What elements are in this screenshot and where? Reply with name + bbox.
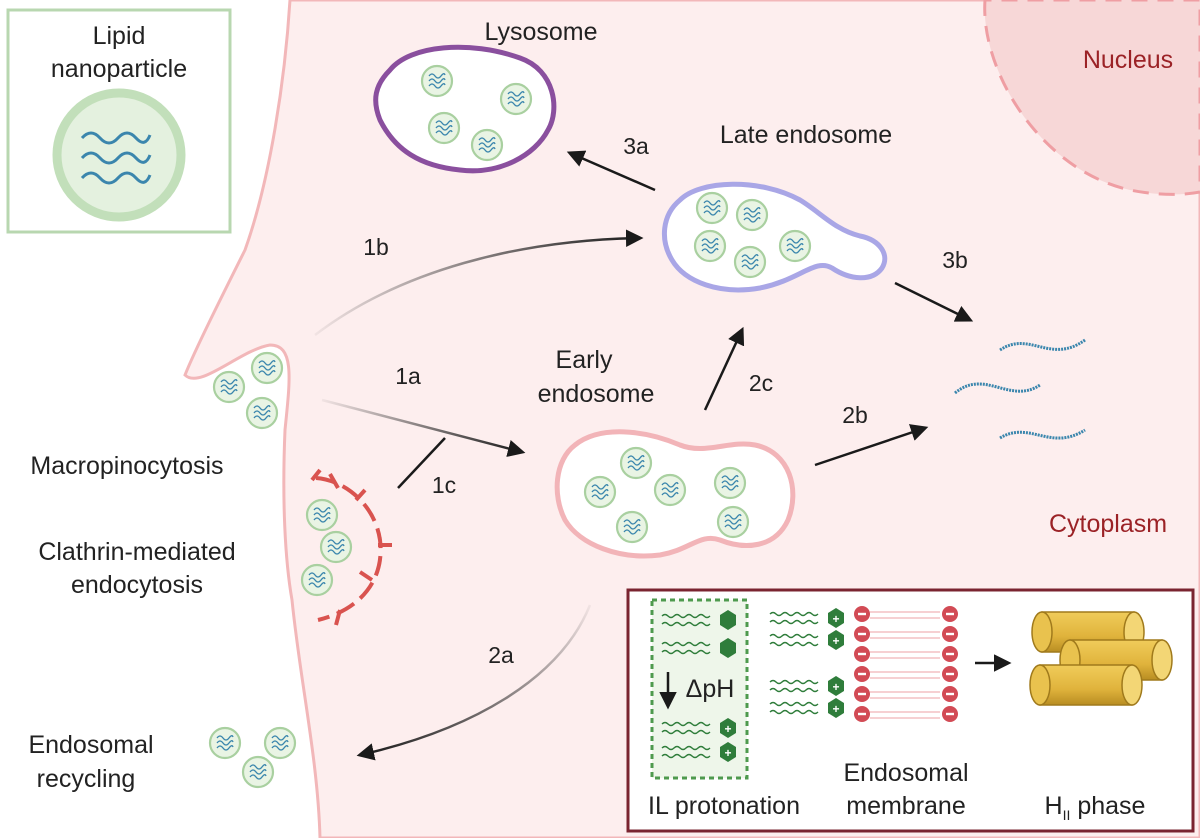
lnp-legend-title-line2: nanoparticle xyxy=(51,55,187,83)
early-endosome-label-line2: endosome xyxy=(538,380,655,408)
clathrin-label-line1: Clathrin-mediated xyxy=(38,538,235,566)
hii-phase-label-main: H xyxy=(1045,792,1063,820)
step-1c-label: 1c xyxy=(432,472,456,498)
step-3b-label: 3b xyxy=(942,247,968,273)
step-1a-label: 1a xyxy=(395,363,421,389)
lysosome-label: Lysosome xyxy=(484,18,597,46)
arrow-2b xyxy=(814,424,929,467)
late-endosome xyxy=(661,181,888,293)
recycled-vesicles xyxy=(208,726,297,789)
lnp-legend: Lipid nanoparticle xyxy=(6,8,232,234)
delta-ph-label: ΔpH xyxy=(686,675,735,703)
escape-mechanism-inset: ΔpH + + IL protonation + + + + xyxy=(626,588,1195,833)
arrow-1c xyxy=(397,437,446,489)
early-endosome-label-line1: Early xyxy=(556,346,613,374)
lysosome xyxy=(373,44,557,174)
step-1b-label: 1b xyxy=(363,234,389,260)
step-2a-label: 2a xyxy=(488,642,514,668)
hii-phase-label: HII phase xyxy=(1045,792,1146,823)
released-mrna xyxy=(954,338,1086,440)
protonated-ionizable-lipids: + + xyxy=(661,718,736,762)
svg-text:+: + xyxy=(832,680,839,694)
arrow-1a xyxy=(321,398,526,457)
arrow-1b xyxy=(314,229,644,336)
protonation-label: IL protonation xyxy=(648,792,800,820)
clathrin-label-line2: endocytosis xyxy=(71,571,203,599)
lnp-legend-title-line1: Lipid xyxy=(93,22,146,50)
svg-text:+: + xyxy=(724,746,731,760)
arrow-3a xyxy=(566,150,656,192)
hii-phase-cylinders xyxy=(1029,611,1173,706)
recycling-label-line2: recycling xyxy=(37,765,136,793)
step-2c-label: 2c xyxy=(749,370,773,396)
late-endosome-label: Late endosome xyxy=(720,121,892,149)
svg-text:+: + xyxy=(832,612,839,626)
svg-text:+: + xyxy=(832,702,839,716)
step-3a-label: 3a xyxy=(623,133,649,159)
step-2b-label: 2b xyxy=(842,402,868,428)
arrow-3b xyxy=(894,281,974,322)
early-endosome xyxy=(554,429,796,559)
svg-text:+: + xyxy=(832,634,839,648)
macropinocytosis-label: Macropinocytosis xyxy=(30,452,223,480)
hii-phase-label-rest: phase xyxy=(1070,792,1145,820)
arrow-2a xyxy=(356,604,592,761)
neutral-ionizable-lipids xyxy=(661,610,736,658)
svg-text:+: + xyxy=(724,722,731,736)
membrane-label-line2: membrane xyxy=(846,792,966,820)
cytoplasm-label: Cytoplasm xyxy=(1049,510,1167,538)
lnp-legend-icon xyxy=(52,88,186,222)
recycling-label-line1: Endosomal xyxy=(28,731,153,759)
nucleus xyxy=(983,0,1200,196)
hii-phase-label-sub: II xyxy=(1063,807,1071,823)
nucleus-label: Nucleus xyxy=(1083,46,1173,74)
membrane-label-line1: Endosomal xyxy=(843,759,968,787)
clathrin-pit xyxy=(300,468,392,626)
membrane-interaction: + + + + xyxy=(769,606,958,722)
arrow-2c xyxy=(703,326,745,411)
